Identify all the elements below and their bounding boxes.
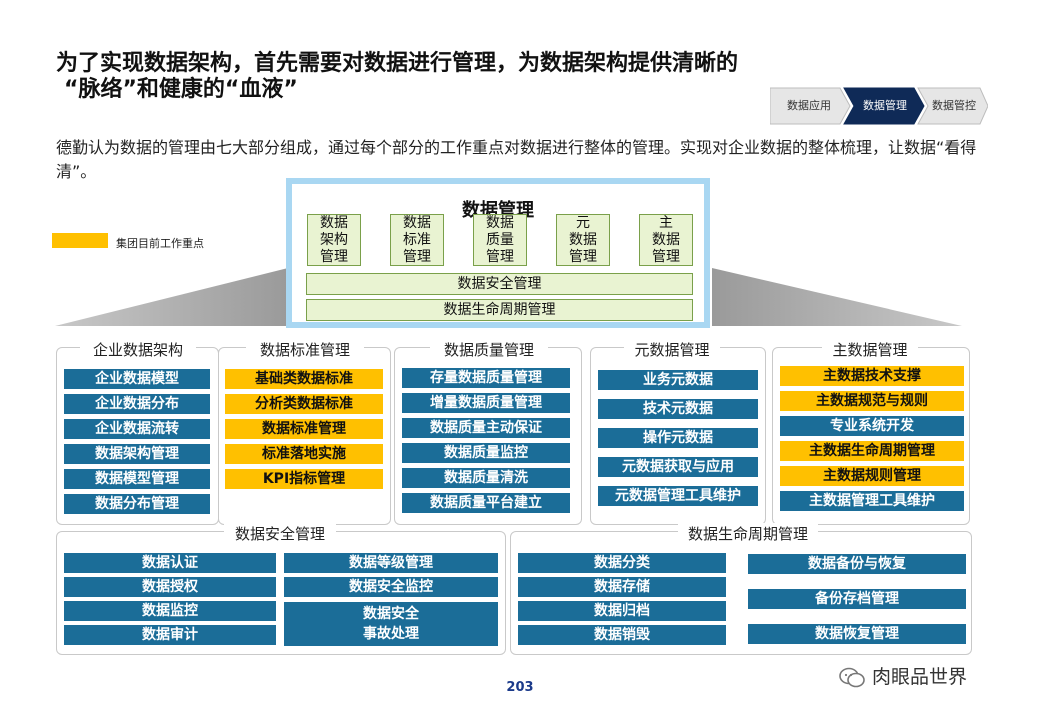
list-item[interactable]: 数据质量主动保证	[402, 418, 570, 438]
panel-metadata-title: 元数据管理	[624, 339, 720, 360]
module-master-data-label: 主 数据 管理	[652, 215, 680, 265]
list-item[interactable]: 数据分布管理	[64, 494, 210, 514]
intro-text: 德勤认为数据的管理由七大部分组成，通过每个部分的工作重点对数据进行整体的管理。实…	[56, 138, 977, 181]
module-standard-label: 数据 标准 管理	[403, 215, 431, 265]
list-item[interactable]: 数据授权	[64, 577, 276, 597]
list-item[interactable]: 数据存储	[518, 577, 726, 597]
list-item[interactable]: 数据安全监控	[284, 577, 498, 597]
panel-master-title: 主数据管理	[822, 339, 918, 360]
list-item[interactable]: 数据模型管理	[64, 469, 210, 489]
slide-title-line1: 为了实现数据架构，首先需要对数据进行管理，为数据架构提供清晰的	[56, 51, 739, 76]
list-item[interactable]: 主数据生命周期管理	[780, 441, 964, 461]
panel-architecture-title: 企业数据架构	[80, 339, 196, 360]
panel-standard-title: 数据标准管理	[246, 339, 364, 360]
list-item[interactable]: 专业系统开发	[780, 416, 964, 436]
legend-label: 集团目前工作重点	[116, 237, 204, 250]
breadcrumb-item-data-control[interactable]: 数据管控	[932, 99, 976, 112]
list-item[interactable]: 增量数据质量管理	[402, 393, 570, 413]
list-item[interactable]: 备份存档管理	[748, 589, 966, 609]
overview-lifecycle-bar[interactable]: 数据生命周期管理	[306, 299, 693, 321]
panel-quality-title: 数据质量管理	[430, 339, 548, 360]
list-item[interactable]: 操作元数据	[598, 428, 758, 448]
list-item[interactable]: 元数据管理工具维护	[598, 486, 758, 506]
security-incident-handling-label: 数据安全 事故处理	[363, 606, 419, 642]
watermark: 肉眼品世界	[838, 662, 967, 692]
list-item[interactable]: 元数据获取与应用	[598, 457, 758, 477]
list-item[interactable]: 数据质量平台建立	[402, 493, 570, 513]
panel-security-title: 数据安全管理	[224, 523, 336, 544]
list-item[interactable]: 数据架构管理	[64, 444, 210, 464]
module-quality[interactable]: 数据 质量 管理	[473, 214, 527, 266]
list-item[interactable]: 数据质量监控	[402, 443, 570, 463]
breadcrumb-item-data-management[interactable]: 数据管理	[863, 99, 907, 112]
list-item[interactable]: 企业数据模型	[64, 369, 210, 389]
page-number: 203	[506, 680, 534, 695]
list-item[interactable]: 标准落地实施	[225, 444, 383, 464]
breadcrumb: 数据应用 数据管理 数据管控	[770, 86, 988, 126]
breadcrumb-shapes	[770, 87, 988, 125]
list-item[interactable]: 数据销毁	[518, 625, 726, 645]
slide-title-line2: “脉络”和健康的“血液”	[64, 77, 298, 102]
list-item[interactable]: 分析类数据标准	[225, 394, 383, 414]
module-quality-label: 数据 质量 管理	[486, 215, 514, 265]
list-item[interactable]: 企业数据流转	[64, 419, 210, 439]
module-architecture-label: 数据 架构 管理	[320, 215, 348, 265]
watermark-text: 肉眼品世界	[872, 666, 968, 688]
panel-lifecycle-title: 数据生命周期管理	[678, 523, 818, 544]
list-item[interactable]: 数据备份与恢复	[748, 554, 966, 574]
list-item[interactable]: 数据质量清洗	[402, 468, 570, 488]
module-master-data[interactable]: 主 数据 管理	[639, 214, 693, 266]
list-item[interactable]: 数据归档	[518, 601, 726, 621]
list-item[interactable]: 数据分类	[518, 553, 726, 573]
list-item[interactable]: 数据认证	[64, 553, 276, 573]
overview-security-bar[interactable]: 数据安全管理	[306, 273, 693, 295]
list-item[interactable]: KPI指标管理	[225, 469, 383, 489]
module-metadata[interactable]: 元 数据 管理	[556, 214, 610, 266]
list-item[interactable]: 业务元数据	[598, 370, 758, 390]
list-item[interactable]: 企业数据分布	[64, 394, 210, 414]
list-item[interactable]: 数据审计	[64, 625, 276, 645]
list-item[interactable]: 主数据规范与规则	[780, 391, 964, 411]
list-item[interactable]: 主数据规则管理	[780, 466, 964, 486]
list-item[interactable]: 主数据技术支撑	[780, 366, 964, 386]
list-item[interactable]: 技术元数据	[598, 399, 758, 419]
expansion-shape	[55, 268, 962, 326]
list-item[interactable]: 数据等级管理	[284, 553, 498, 573]
list-item[interactable]: 数据恢复管理	[748, 624, 966, 644]
security-incident-handling[interactable]: 数据安全 事故处理	[284, 602, 498, 646]
list-item[interactable]: 主数据管理工具维护	[780, 491, 964, 511]
list-item[interactable]: 数据标准管理	[225, 419, 383, 439]
module-architecture[interactable]: 数据 架构 管理	[307, 214, 361, 266]
module-standard[interactable]: 数据 标准 管理	[390, 214, 444, 266]
wechat-icon	[839, 667, 865, 687]
module-metadata-label: 元 数据 管理	[569, 215, 597, 265]
legend-swatch	[52, 233, 108, 248]
list-item[interactable]: 基础类数据标准	[225, 369, 383, 389]
list-item[interactable]: 数据监控	[64, 601, 276, 621]
list-item[interactable]: 存量数据质量管理	[402, 368, 570, 388]
breadcrumb-item-data-application[interactable]: 数据应用	[787, 99, 831, 112]
